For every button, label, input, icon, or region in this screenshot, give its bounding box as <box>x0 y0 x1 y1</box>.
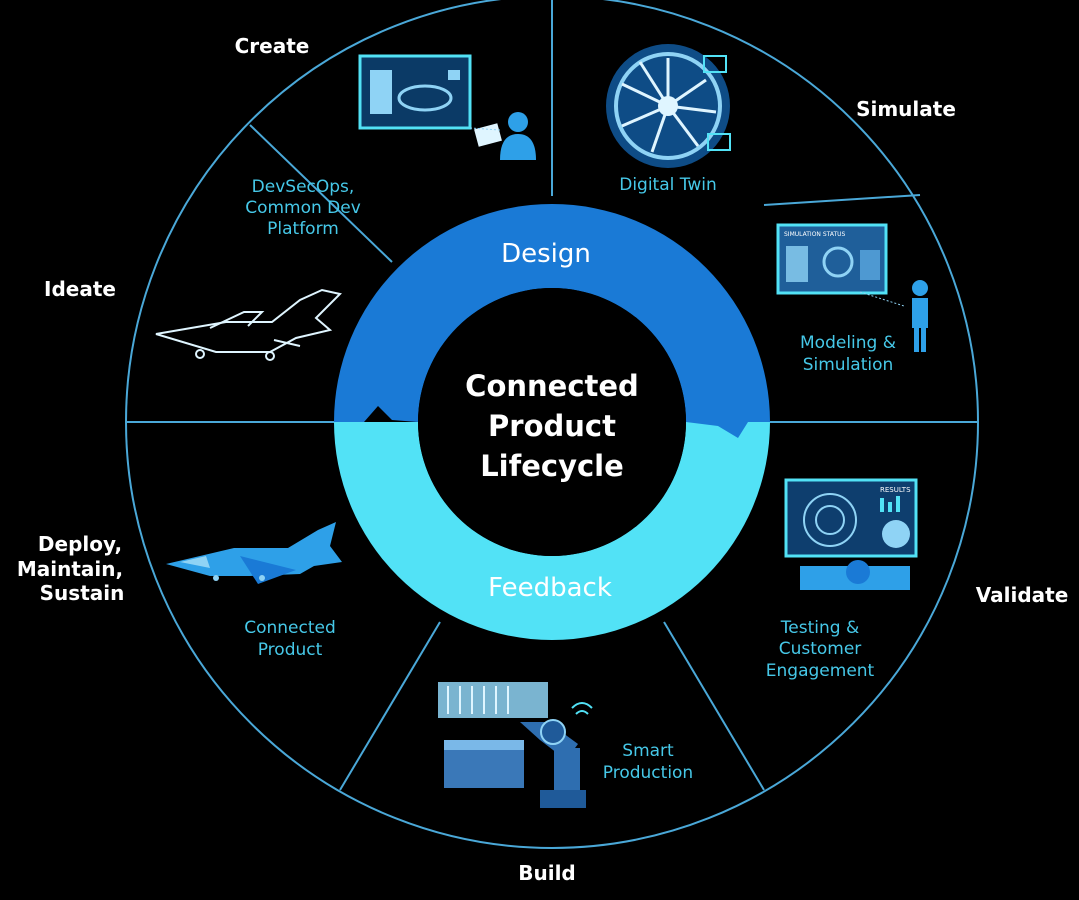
digital-twin-turbine-illustration <box>606 44 731 168</box>
segment-connected-product-line-1: Connected <box>244 618 336 638</box>
segment-devsecops-line-1: DevSecOps, <box>252 177 355 197</box>
phase-create: Create <box>235 34 310 58</box>
segment-testing-line-3: Engagement <box>766 661 875 681</box>
phase-simulate: Simulate <box>856 97 956 121</box>
phase-validate: Validate <box>976 583 1069 607</box>
segment-labels: DevSecOps, Common Dev Platform Digital T… <box>244 175 896 783</box>
connected-jet-illustration <box>166 522 342 584</box>
divider-nw <box>249 124 393 263</box>
ring-label-feedback: Feedback <box>488 573 612 603</box>
design-ring <box>334 204 770 438</box>
ring-label-design: Design <box>501 239 591 269</box>
segment-modeling-line-1: Modeling & <box>800 333 896 353</box>
jet-sketch-illustration <box>155 288 342 361</box>
phase-deploy-line-2: Maintain, <box>17 557 123 581</box>
segment-connected-product-line-2: Product <box>258 640 323 660</box>
simulation-status-label: SIMULATION STATUS <box>784 231 846 238</box>
feedback-ring <box>334 422 770 640</box>
segment-smart-production-line-2: Production <box>603 763 693 783</box>
phase-deploy-line-3: Sustain <box>40 581 125 605</box>
smart-production-illustration <box>438 682 593 808</box>
phase-ideate: Ideate <box>44 277 116 301</box>
phase-labels: Create Simulate Ideate Validate Deploy, … <box>17 34 1068 885</box>
center-title-line-3: Lifecycle <box>480 449 624 483</box>
center-title-line-1: Connected <box>465 369 639 403</box>
center-title-line-2: Product <box>488 409 616 443</box>
segment-testing-line-1: Testing & <box>780 618 859 638</box>
simulation-status-illustration: SIMULATION STATUS <box>776 223 928 352</box>
phase-deploy-line-1: Deploy, <box>38 532 122 556</box>
central-ring: Design Feedback Connected Product Lifecy… <box>334 204 770 640</box>
testing-results-illustration: RESULTS <box>784 478 918 590</box>
divider-se <box>663 621 765 791</box>
segment-testing-line-2: Customer <box>779 639 862 659</box>
segment-devsecops-line-2: Common Dev <box>245 198 361 218</box>
phase-build: Build <box>518 861 576 885</box>
engineer-monitor-illustration <box>358 54 536 160</box>
divider-sw <box>339 621 441 791</box>
segment-devsecops-line-3: Platform <box>267 219 339 239</box>
segment-modeling-line-2: Simulation <box>803 355 894 375</box>
segment-digital-twin: Digital Twin <box>619 175 717 195</box>
segment-smart-production-line-1: Smart <box>622 741 674 761</box>
center-disc <box>418 288 686 556</box>
segment-dividers <box>126 0 978 791</box>
divider-ne <box>763 194 921 206</box>
results-label: RESULTS <box>880 486 911 494</box>
